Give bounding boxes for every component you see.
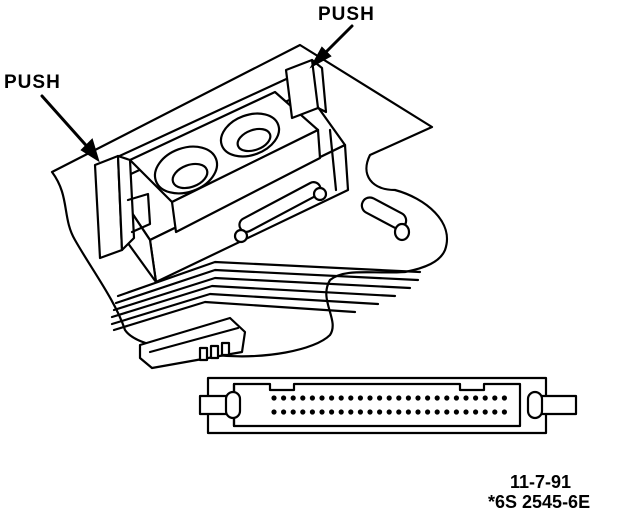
push-label-top: PUSH (318, 4, 375, 25)
connector-pin (444, 409, 450, 415)
connector-pin (405, 409, 411, 415)
connector-pin (338, 395, 344, 401)
connector-pin (290, 395, 296, 401)
connector-pin (357, 395, 363, 401)
connector-pin (482, 409, 488, 415)
connector-pin (501, 395, 507, 401)
connector-pin (338, 409, 344, 415)
connector-pin (453, 409, 459, 415)
board-pin (233, 181, 328, 244)
connector-pin (473, 409, 479, 415)
connector-pin (319, 395, 325, 401)
connector-pin (463, 409, 469, 415)
connector-pin (309, 409, 315, 415)
connector-pin (386, 409, 392, 415)
connector-pin (405, 395, 411, 401)
connector-pin (319, 409, 325, 415)
connector-pin (290, 409, 296, 415)
connector-pin (396, 409, 402, 415)
connector-pin (357, 409, 363, 415)
connector-pin (309, 395, 315, 401)
connector-pin (377, 395, 383, 401)
connector-pin (434, 409, 440, 415)
connector-pin (377, 409, 383, 415)
connector-pin (348, 409, 354, 415)
connector-pin (463, 395, 469, 401)
connector-pin (300, 409, 306, 415)
connector-pin (492, 395, 498, 401)
connector-pins (271, 395, 507, 415)
connector-pin (453, 395, 459, 401)
connector-pin (348, 395, 354, 401)
diagram-code: *6S 2545-6E (488, 492, 590, 512)
connector-pin (367, 409, 373, 415)
connector-pin (501, 409, 507, 415)
diagram-date: 11-7-91 (510, 472, 571, 492)
ribbon-cable (110, 260, 422, 332)
connector-pin (425, 395, 431, 401)
connector-pin (367, 395, 373, 401)
push-arrow-top (309, 24, 354, 69)
connector-pin (415, 409, 421, 415)
cable-connector-end (138, 316, 247, 370)
connector-pin (300, 395, 306, 401)
connector-pin (329, 409, 335, 415)
connector-pin (434, 395, 440, 401)
connector-pin (271, 395, 277, 401)
connector-pin (482, 395, 488, 401)
push-label-left: PUSH (4, 72, 61, 93)
connector-pin (473, 395, 479, 401)
pin-header-connector (198, 376, 578, 435)
connector-pin (281, 395, 287, 401)
push-arrow-left (40, 94, 100, 163)
connector-pin (415, 395, 421, 401)
connector-pin (271, 409, 277, 415)
left-locking-latch (93, 154, 152, 260)
connector-pin (444, 395, 450, 401)
connector-pin (329, 395, 335, 401)
connector-housing (128, 90, 322, 234)
board-component-right (360, 196, 411, 242)
connector-pin (281, 409, 287, 415)
connector-pin (425, 409, 431, 415)
connector-pin (386, 395, 392, 401)
connector-pin (396, 395, 402, 401)
connector-pin (492, 409, 498, 415)
